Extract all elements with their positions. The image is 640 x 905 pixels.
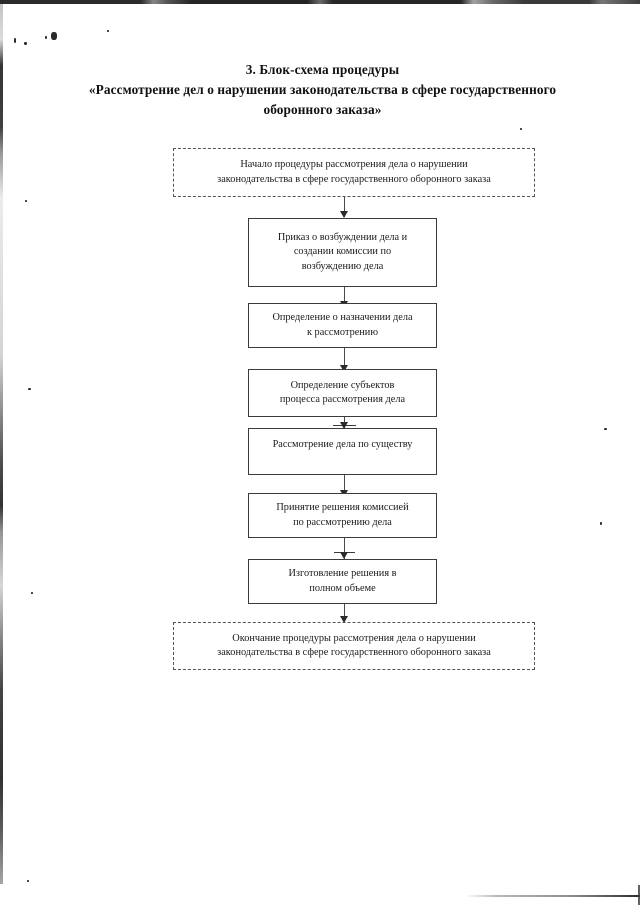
scan-speck: [28, 388, 31, 390]
flow-node-start: Начало процедуры рассмотрения дела о нар…: [173, 148, 535, 197]
flow-node-step4-label: Рассмотрение дела по существу: [272, 439, 413, 450]
scan-edge-top: [0, 0, 640, 4]
flow-arrowhead-step6-end: [339, 616, 348, 623]
scan-speck: [45, 36, 47, 39]
scan-speck: [520, 128, 522, 130]
flow-arrowhead-start-step1: [339, 211, 348, 218]
scan-speck: [604, 428, 607, 430]
flow-edge-step1-step2: [344, 287, 345, 307]
flow-arrowhead-step5-step6: [339, 552, 348, 559]
scan-speck: [24, 42, 27, 45]
flow-node-step5-label: Принятие решения комиссией по рассмотрен…: [276, 502, 409, 528]
page-title-line-1: 3. Блок-схема процедуры: [245, 62, 400, 77]
scan-speck: [51, 32, 57, 40]
flow-edge-step6-end: [344, 604, 345, 623]
flow-node-step3: Определение субъектов процесса рассмотре…: [248, 369, 437, 417]
page-title-line-3: оборонного заказа»: [263, 102, 382, 117]
flow-node-step3-label: Определение субъектов процесса рассмотре…: [279, 379, 406, 406]
scan-speck: [27, 880, 29, 882]
flow-arrowhead-step2-step3: [339, 365, 348, 372]
flow-node-step2-label: Определение о назначении дела к рассмотр…: [272, 312, 413, 338]
scan-speck: [14, 38, 16, 43]
scan-speck: [31, 592, 33, 594]
flow-node-start-label: Начало процедуры рассмотрения дела о нар…: [217, 159, 491, 185]
flow-node-step1-label: Приказ о возбуждении дела и создании ком…: [277, 231, 408, 272]
flow-edge-start-step1: [344, 197, 345, 217]
scan-speck: [25, 200, 27, 202]
flow-edge-step4-step5: [344, 475, 345, 497]
scan-edge-left: [0, 4, 3, 884]
flow-node-step6: Изготовление решения в полном объеме: [248, 559, 437, 604]
flow-edge-step2-step3: [344, 348, 345, 372]
flow-node-end: Окончание процедуры рассмотрения дела о …: [173, 622, 535, 670]
scan-edge-right: [638, 885, 640, 905]
flow-node-step2: Определение о назначении дела к рассмотр…: [248, 303, 437, 348]
scan-edge-bottom: [465, 895, 640, 897]
flow-node-step1: Приказ о возбуждении дела и создании ком…: [248, 218, 437, 287]
flow-arrowhead-step3-step4: [339, 422, 348, 429]
scan-speck: [107, 30, 109, 32]
page-title-line-2: «Рассмотрение дел о нарушении законодате…: [88, 82, 557, 97]
flow-node-step6-label: Изготовление решения в полном объеме: [288, 568, 397, 594]
flow-node-step4: Рассмотрение дела по существу: [248, 428, 437, 475]
flow-node-step5: Принятие решения комиссией по рассмотрен…: [248, 493, 437, 538]
scan-speck: [600, 522, 602, 525]
flow-edge-step5-step6: [344, 538, 345, 560]
page-title: 3. Блок-схема процедуры «Рассмотрение де…: [70, 60, 575, 120]
flow-node-end-label: Окончание процедуры рассмотрения дела о …: [217, 632, 491, 659]
